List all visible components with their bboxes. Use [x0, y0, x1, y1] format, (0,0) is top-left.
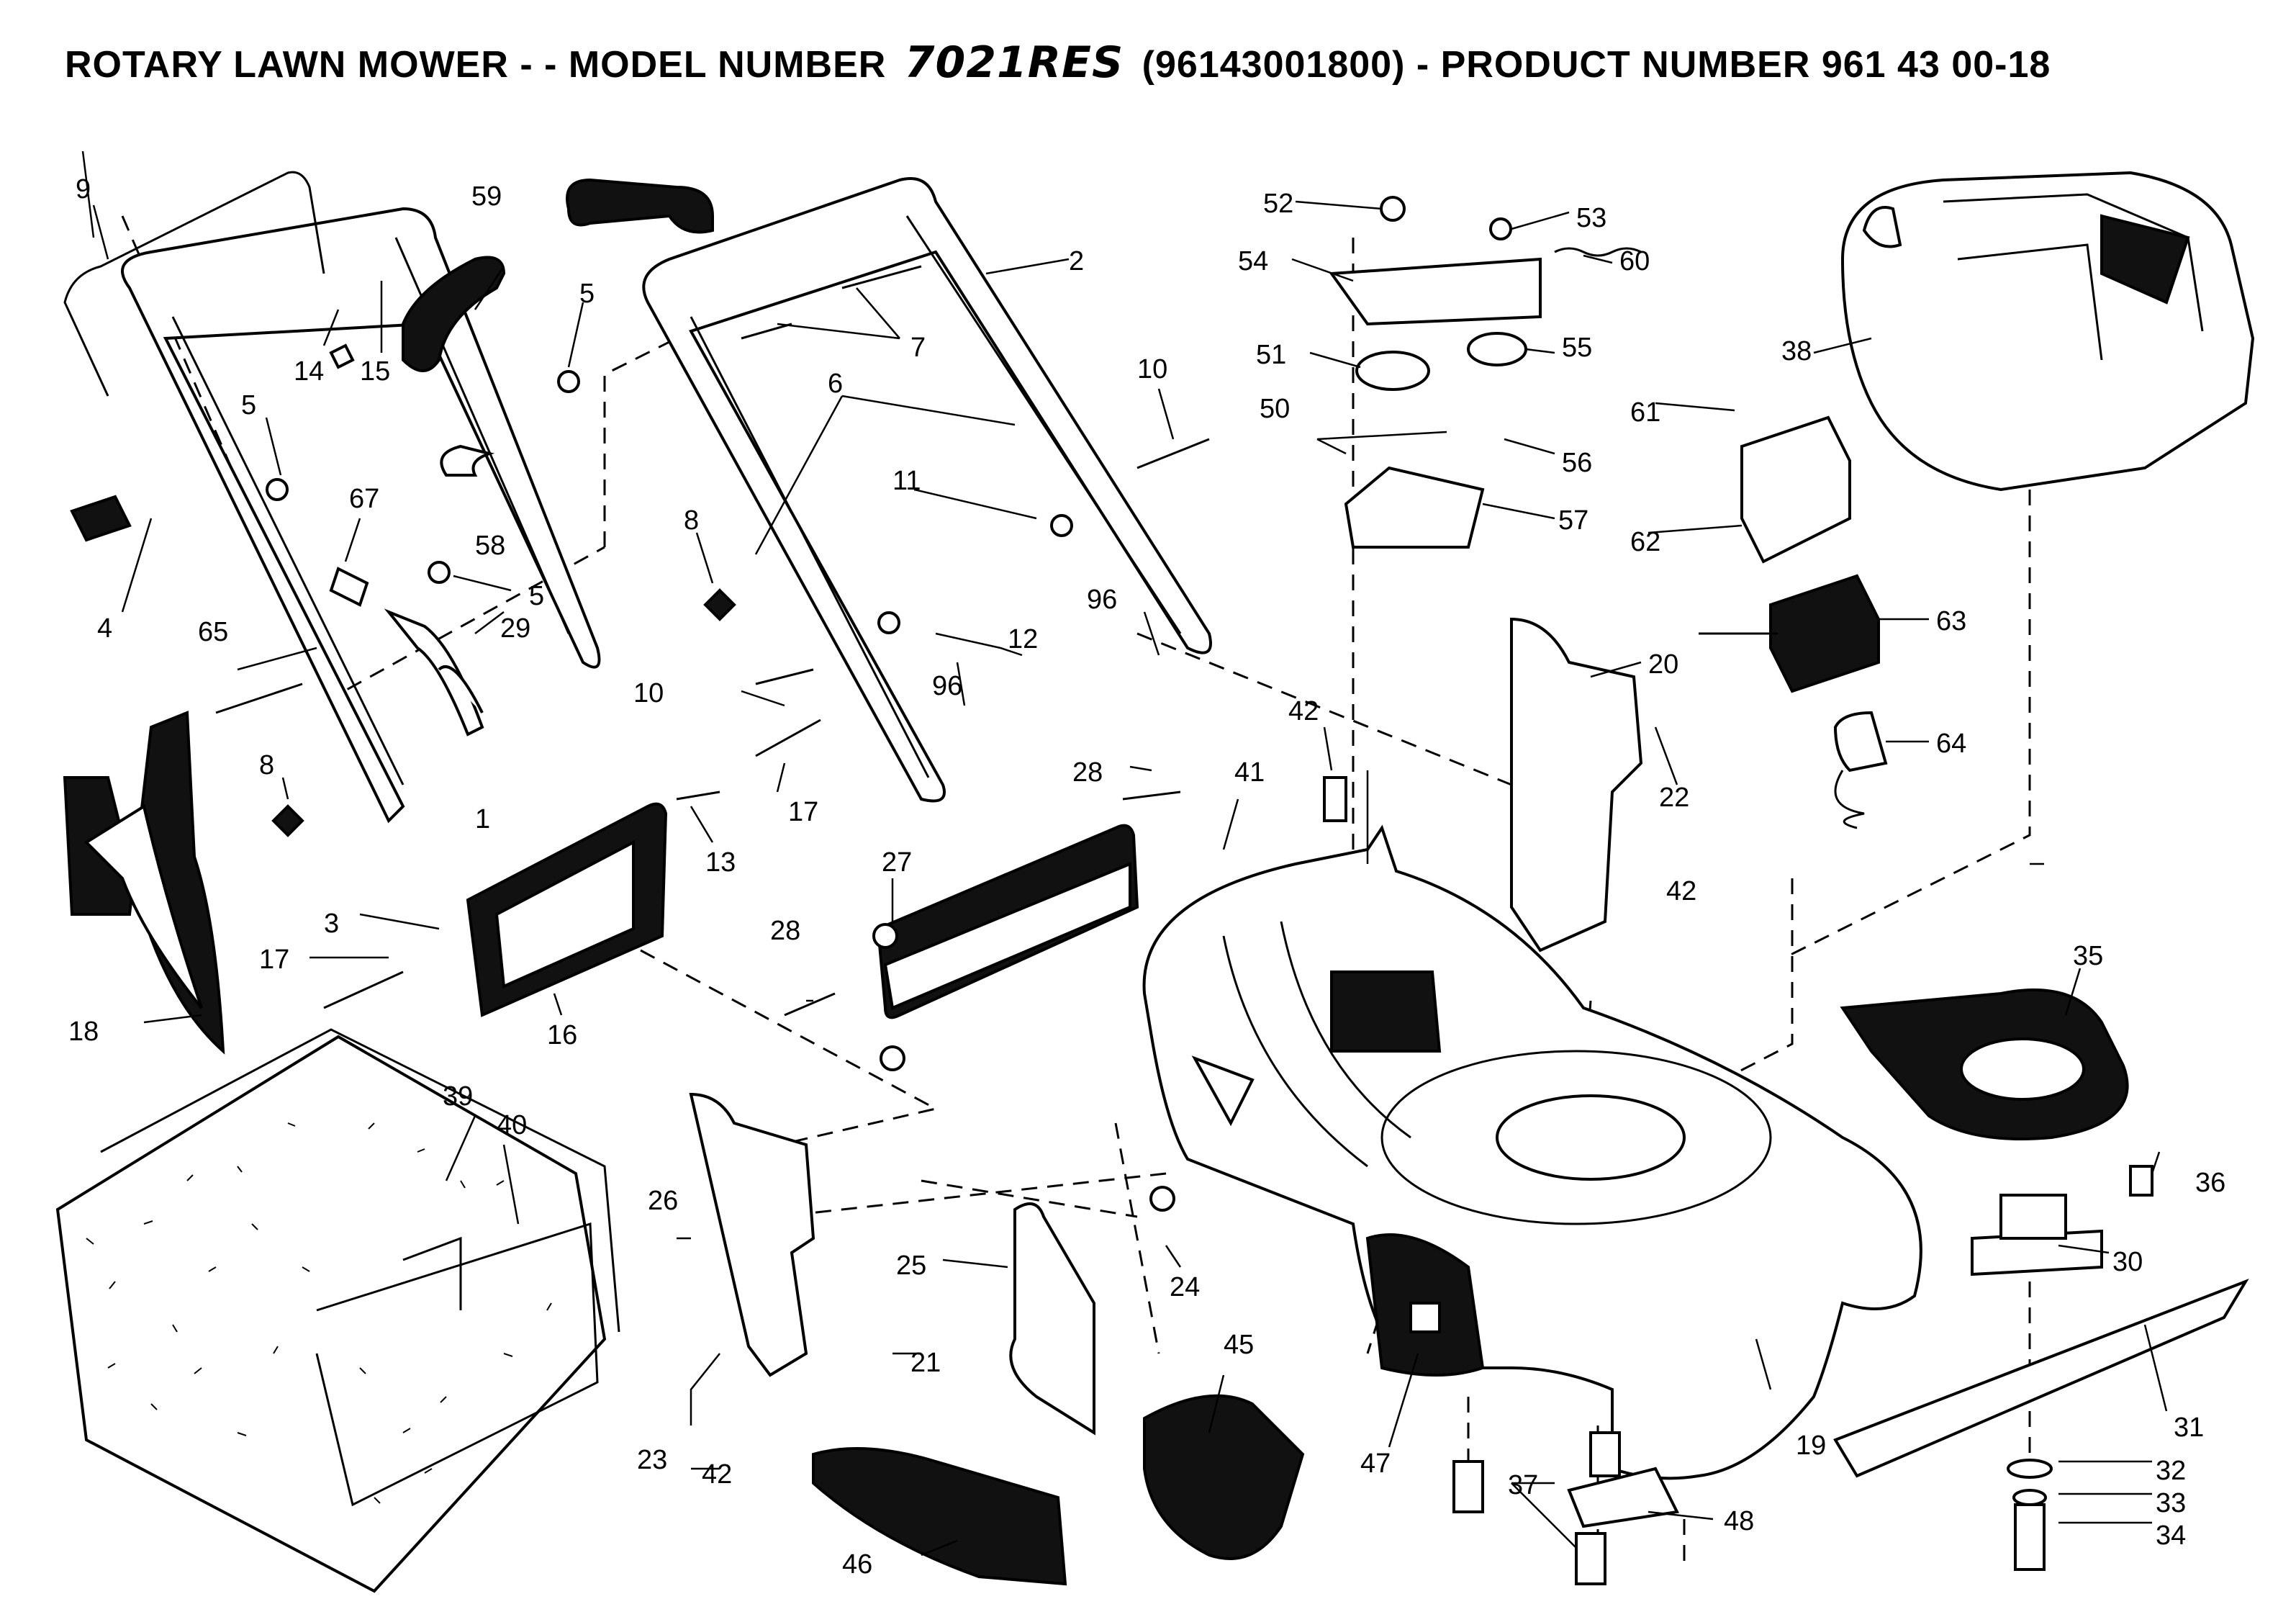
callout-37: 37	[1508, 1470, 1538, 1500]
engine	[1840, 171, 2255, 492]
callout-5-a: 5	[241, 390, 256, 420]
side-discharge-chute	[63, 711, 225, 1055]
foam-grips	[402, 178, 714, 372]
callout-51: 51	[1256, 340, 1286, 370]
grass-bag	[55, 1028, 620, 1593]
callout-41: 41	[1234, 757, 1265, 788]
callout-26: 26	[648, 1186, 678, 1216]
callout-96-b: 96	[932, 671, 962, 701]
callout-20: 20	[1648, 649, 1678, 680]
callout-50: 50	[1260, 394, 1290, 424]
callout-11: 11	[892, 466, 921, 496]
callout-13: 13	[705, 847, 736, 878]
callout-55: 55	[1562, 333, 1592, 363]
upper-handle	[642, 177, 1212, 803]
callout-21: 21	[910, 1348, 941, 1378]
mower-deck	[1142, 824, 1922, 1480]
callout-62: 62	[1630, 527, 1660, 557]
callout-28-b: 28	[770, 916, 800, 946]
callout-46: 46	[842, 1549, 872, 1580]
callout-27: 27	[882, 847, 912, 878]
callout-34: 34	[2156, 1521, 2186, 1551]
callout-29: 29	[500, 613, 530, 644]
callout-17-a: 17	[788, 797, 818, 827]
callout-52: 52	[1263, 189, 1293, 219]
callout-9: 9	[76, 174, 91, 204]
callout-8-a: 8	[684, 505, 699, 536]
front-baffle-and-covers	[812, 1055, 1305, 1586]
callout-42-c: 42	[702, 1459, 732, 1490]
leader-lines	[81, 150, 2168, 1557]
callout-53: 53	[1576, 203, 1606, 233]
callout-10-a: 10	[633, 678, 664, 708]
callout-16: 16	[547, 1020, 577, 1050]
callout-19: 19	[1796, 1431, 1826, 1461]
callout-64: 64	[1936, 729, 1966, 759]
callout-56: 56	[1562, 448, 1592, 478]
callout-57: 57	[1558, 505, 1588, 536]
callout-59: 59	[471, 181, 502, 212]
callout-60: 60	[1619, 246, 1650, 276]
callout-5-b: 5	[579, 279, 595, 309]
lower-handle	[121, 207, 601, 824]
callout-47: 47	[1360, 1449, 1391, 1479]
callout-54: 54	[1238, 246, 1268, 276]
callout-22: 22	[1659, 783, 1689, 813]
part-callouts: 1 2 3 4 5 5 5 6 7 8 8 9 10 10 11 12 13 1…	[68, 174, 2225, 1580]
callout-2: 2	[1069, 246, 1084, 276]
height-adjust-brackets	[689, 617, 1643, 1377]
callout-58: 58	[475, 531, 505, 561]
callout-42-a: 42	[1288, 696, 1319, 726]
callout-23: 23	[637, 1445, 667, 1475]
callout-35: 35	[2073, 941, 2103, 971]
diagram-title: ROTARY LAWN MOWER - - MODEL NUMBER 7021R…	[65, 37, 2051, 88]
callout-36: 36	[2195, 1168, 2225, 1198]
callout-10-b: 10	[1137, 354, 1167, 384]
callout-24: 24	[1170, 1272, 1200, 1302]
callout-1: 1	[475, 804, 490, 834]
callout-63: 63	[1936, 606, 1966, 636]
bag-fabric-texture	[86, 1122, 552, 1504]
drive-pulleys	[1329, 196, 1642, 549]
callout-30: 30	[2112, 1247, 2143, 1277]
rear-flap	[872, 824, 1139, 1071]
callout-48: 48	[1724, 1506, 1754, 1536]
callout-32: 32	[2156, 1456, 2186, 1486]
callout-42-b: 42	[1666, 876, 1696, 906]
callout-5-c: 5	[529, 581, 544, 611]
model-number: 7021RES	[904, 37, 1124, 88]
callout-14: 14	[294, 356, 324, 387]
callout-6: 6	[828, 369, 843, 399]
callout-8-b: 8	[259, 750, 274, 780]
callout-28-a: 28	[1072, 757, 1103, 788]
callout-31: 31	[2174, 1413, 2204, 1443]
callout-15: 15	[360, 356, 390, 387]
callout-45: 45	[1224, 1330, 1254, 1360]
callout-12: 12	[1008, 624, 1038, 654]
callout-67: 67	[349, 484, 379, 514]
bail-control	[63, 171, 325, 397]
callout-39: 39	[443, 1081, 473, 1112]
callout-17-b: 17	[259, 945, 289, 975]
callout-40: 40	[497, 1110, 527, 1140]
title-prefix: ROTARY LAWN MOWER - - MODEL NUMBER	[65, 44, 887, 86]
callout-3: 3	[324, 909, 339, 939]
callout-96-a: 96	[1087, 585, 1117, 615]
callout-7: 7	[910, 333, 926, 363]
bolts-left	[215, 265, 1210, 1017]
callout-33: 33	[2156, 1488, 2186, 1518]
title-suffix: (96143001800) - PRODUCT NUMBER 961 43 00…	[1142, 44, 2051, 86]
small-hardware-left	[70, 343, 1073, 837]
callout-4: 4	[97, 613, 112, 644]
battery-and-charger	[1699, 415, 1888, 829]
callout-65: 65	[198, 617, 228, 647]
callout-61: 61	[1630, 397, 1660, 428]
blade-assembly	[1833, 988, 2249, 1571]
callout-38: 38	[1781, 336, 1812, 366]
callout-18: 18	[68, 1017, 99, 1047]
rear-door	[466, 791, 720, 1017]
callout-25: 25	[896, 1251, 926, 1281]
